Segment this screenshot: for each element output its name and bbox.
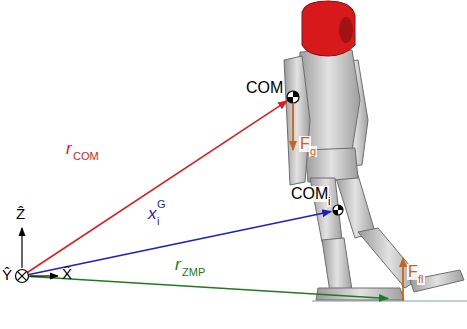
com-marker [333,205,343,215]
force-subscript: fl [417,274,425,285]
foot-force [402,258,404,301]
force-subscript: g [309,146,317,157]
vector-subscript: ZMP [182,267,205,278]
vector-subscript: i [157,216,159,227]
vector-symbol: r [175,256,181,273]
x-axis [30,275,58,276]
z-axis [21,228,22,268]
vector-superscript: G [157,199,166,210]
gravity-force [292,104,294,150]
robot-foot [410,270,464,292]
robot-face [339,17,353,43]
robot-arm [284,56,310,185]
vector-subscript: COM [73,151,99,162]
com-marker [287,91,299,103]
com-vector [22,101,287,276]
com-label: COM [290,186,329,202]
vector-symbol: x [148,205,157,222]
vector-symbol: r [66,140,72,157]
axis-label: Ŷ [2,267,12,282]
robot-head [302,1,355,56]
axis-label: X̂ [62,266,72,281]
robot-shin [358,228,420,288]
y-axis-into-page [16,270,29,283]
zmp-vector [22,276,388,299]
robot-shin [322,238,352,292]
ground-line [312,300,467,301]
com-subscript: i [327,196,331,207]
axis-label: Ẑ [16,206,25,221]
robot-foot [316,288,404,300]
com-label: COM [246,80,283,96]
